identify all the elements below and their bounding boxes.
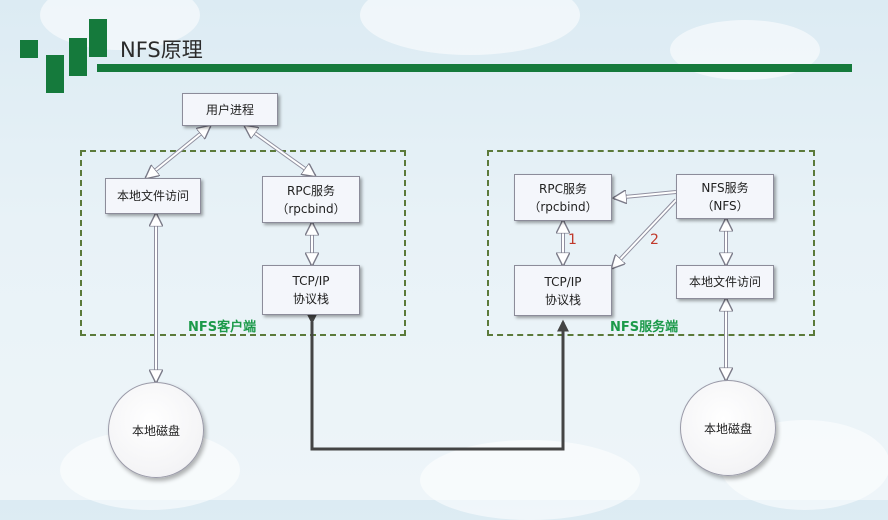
server-local-file-access-box: 本地文件访问 (676, 265, 774, 299)
server-group-label: NFS服务端 (610, 320, 679, 335)
server-group (487, 150, 815, 336)
client-tcp-sublabel: 协议栈 (292, 292, 329, 306)
server-tcp-label: TCP/IP (544, 274, 582, 289)
client-rpc-label: RPC服务 (287, 183, 335, 198)
server-disk-label: 本地磁盘 (703, 421, 752, 436)
client-tcp-box: TCP/IP 协议栈 (262, 265, 360, 315)
server-local-file-access-label: 本地文件访问 (688, 275, 761, 289)
client-disk: 本地磁盘 (108, 382, 204, 478)
edge-user-to-rpc-inner (245, 126, 315, 176)
edge-nfs-to-tcp-inner (612, 199, 677, 268)
client-rpc-sublabel: （rpcbind） (276, 201, 346, 216)
edge-nfs-to-rpc-inner (614, 192, 677, 198)
logo-square (46, 55, 64, 93)
step-number-2: 2 (650, 232, 659, 248)
user-process-box: 用户进程 (182, 93, 278, 126)
logo-square (89, 19, 107, 57)
connector-layer (0, 0, 888, 451)
header-divider (97, 64, 852, 72)
client-tcp-label: TCP/IP (292, 274, 330, 288)
edge-user-to-local-access-inner (146, 126, 210, 178)
client-disk-label: 本地磁盘 (131, 423, 180, 438)
server-nfs-label: NFS服务 (701, 180, 749, 195)
logo-square (69, 38, 87, 76)
server-disk: 本地磁盘 (680, 380, 776, 476)
client-local-file-access-label: 本地文件访问 (116, 189, 189, 203)
logo-square (20, 40, 38, 58)
server-rpc-box: RPC服务 （rpcbind） (514, 174, 612, 221)
client-group-label: NFS客户端 (188, 320, 257, 335)
server-rpc-sublabel: （rpcbind） (528, 199, 598, 214)
server-tcp-sublabel: 协议栈 (544, 292, 581, 307)
server-tcp-box: TCP/IP 协议栈 (514, 265, 612, 316)
server-nfs-sublabel: （NFS） (701, 198, 749, 213)
step-number-1: 1 (568, 232, 577, 248)
page-title: NFS原理 (120, 38, 203, 62)
client-rpc-box: RPC服务 （rpcbind） (262, 176, 360, 223)
server-rpc-label: RPC服务 (539, 181, 587, 196)
client-local-file-access-box: 本地文件访问 (105, 178, 201, 214)
edge-network-path (306, 312, 569, 451)
user-process-label: 用户进程 (205, 102, 254, 117)
server-nfs-box: NFS服务 （NFS） (676, 174, 774, 219)
